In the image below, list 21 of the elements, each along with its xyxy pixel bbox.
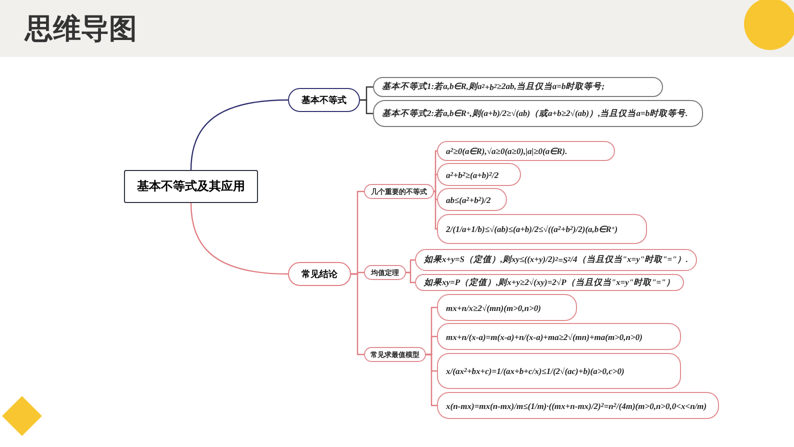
formula-box: a$^{2}$≥0(a∈R),√a≥0(a≥0),|a|≥0(a∈R). [437,141,615,161]
central-topic-box: 基本不等式及其应用 [124,170,258,203]
formula-box: x/(ax$^{2}$+bx+c)=1/(ax+b+c/x)≤1/(2√(ac)+b)(a>0,c>0) [437,353,681,389]
connector [190,202,288,275]
formula-box: x(n-mx)=mx(n-mx)/m≤(1/m)·((mx+n-mx)/2)$^{2}$=n$^{2}$/(4m)(m>0,n>0,0<x<n/m) [437,392,719,419]
connector [406,272,415,284]
formula-box: ab≤(a$^{2}$+b$^{2}$)/2 [437,188,507,211]
formula-box: 2/(1/a+1/b)≤√(ab)≤(a+b)/2≤√((a$^{2}$+b$^{2}$)/2)(a,b∈R$^{+}$) [437,214,647,244]
connector [434,174,437,192]
connector [426,354,437,406]
connector [434,190,437,230]
formula-box: 如果xy=P（定值）,则x+y≥2√(xy)=2√P（当且仅当"x=y"时取"="） [415,274,684,291]
formula-box: mx+n/x≥2√(mn)(m>0,n>0) [437,294,577,321]
formula-box: mx+n/(x-a)=m(x-a)+n/(x-a)+ma≥2√(mn)+ma(m>0,n>0) [437,323,681,350]
formula-box: a$^{2}$+b$^{2}$≥(a+b)$^{2}$/2 [437,163,521,186]
connector [360,99,373,114]
title: 思维导图 [25,11,137,47]
topic-box: 基本不等式 [288,88,360,112]
topic-box: 常见结论 [288,262,351,286]
connector [351,273,364,356]
connector [190,99,288,170]
